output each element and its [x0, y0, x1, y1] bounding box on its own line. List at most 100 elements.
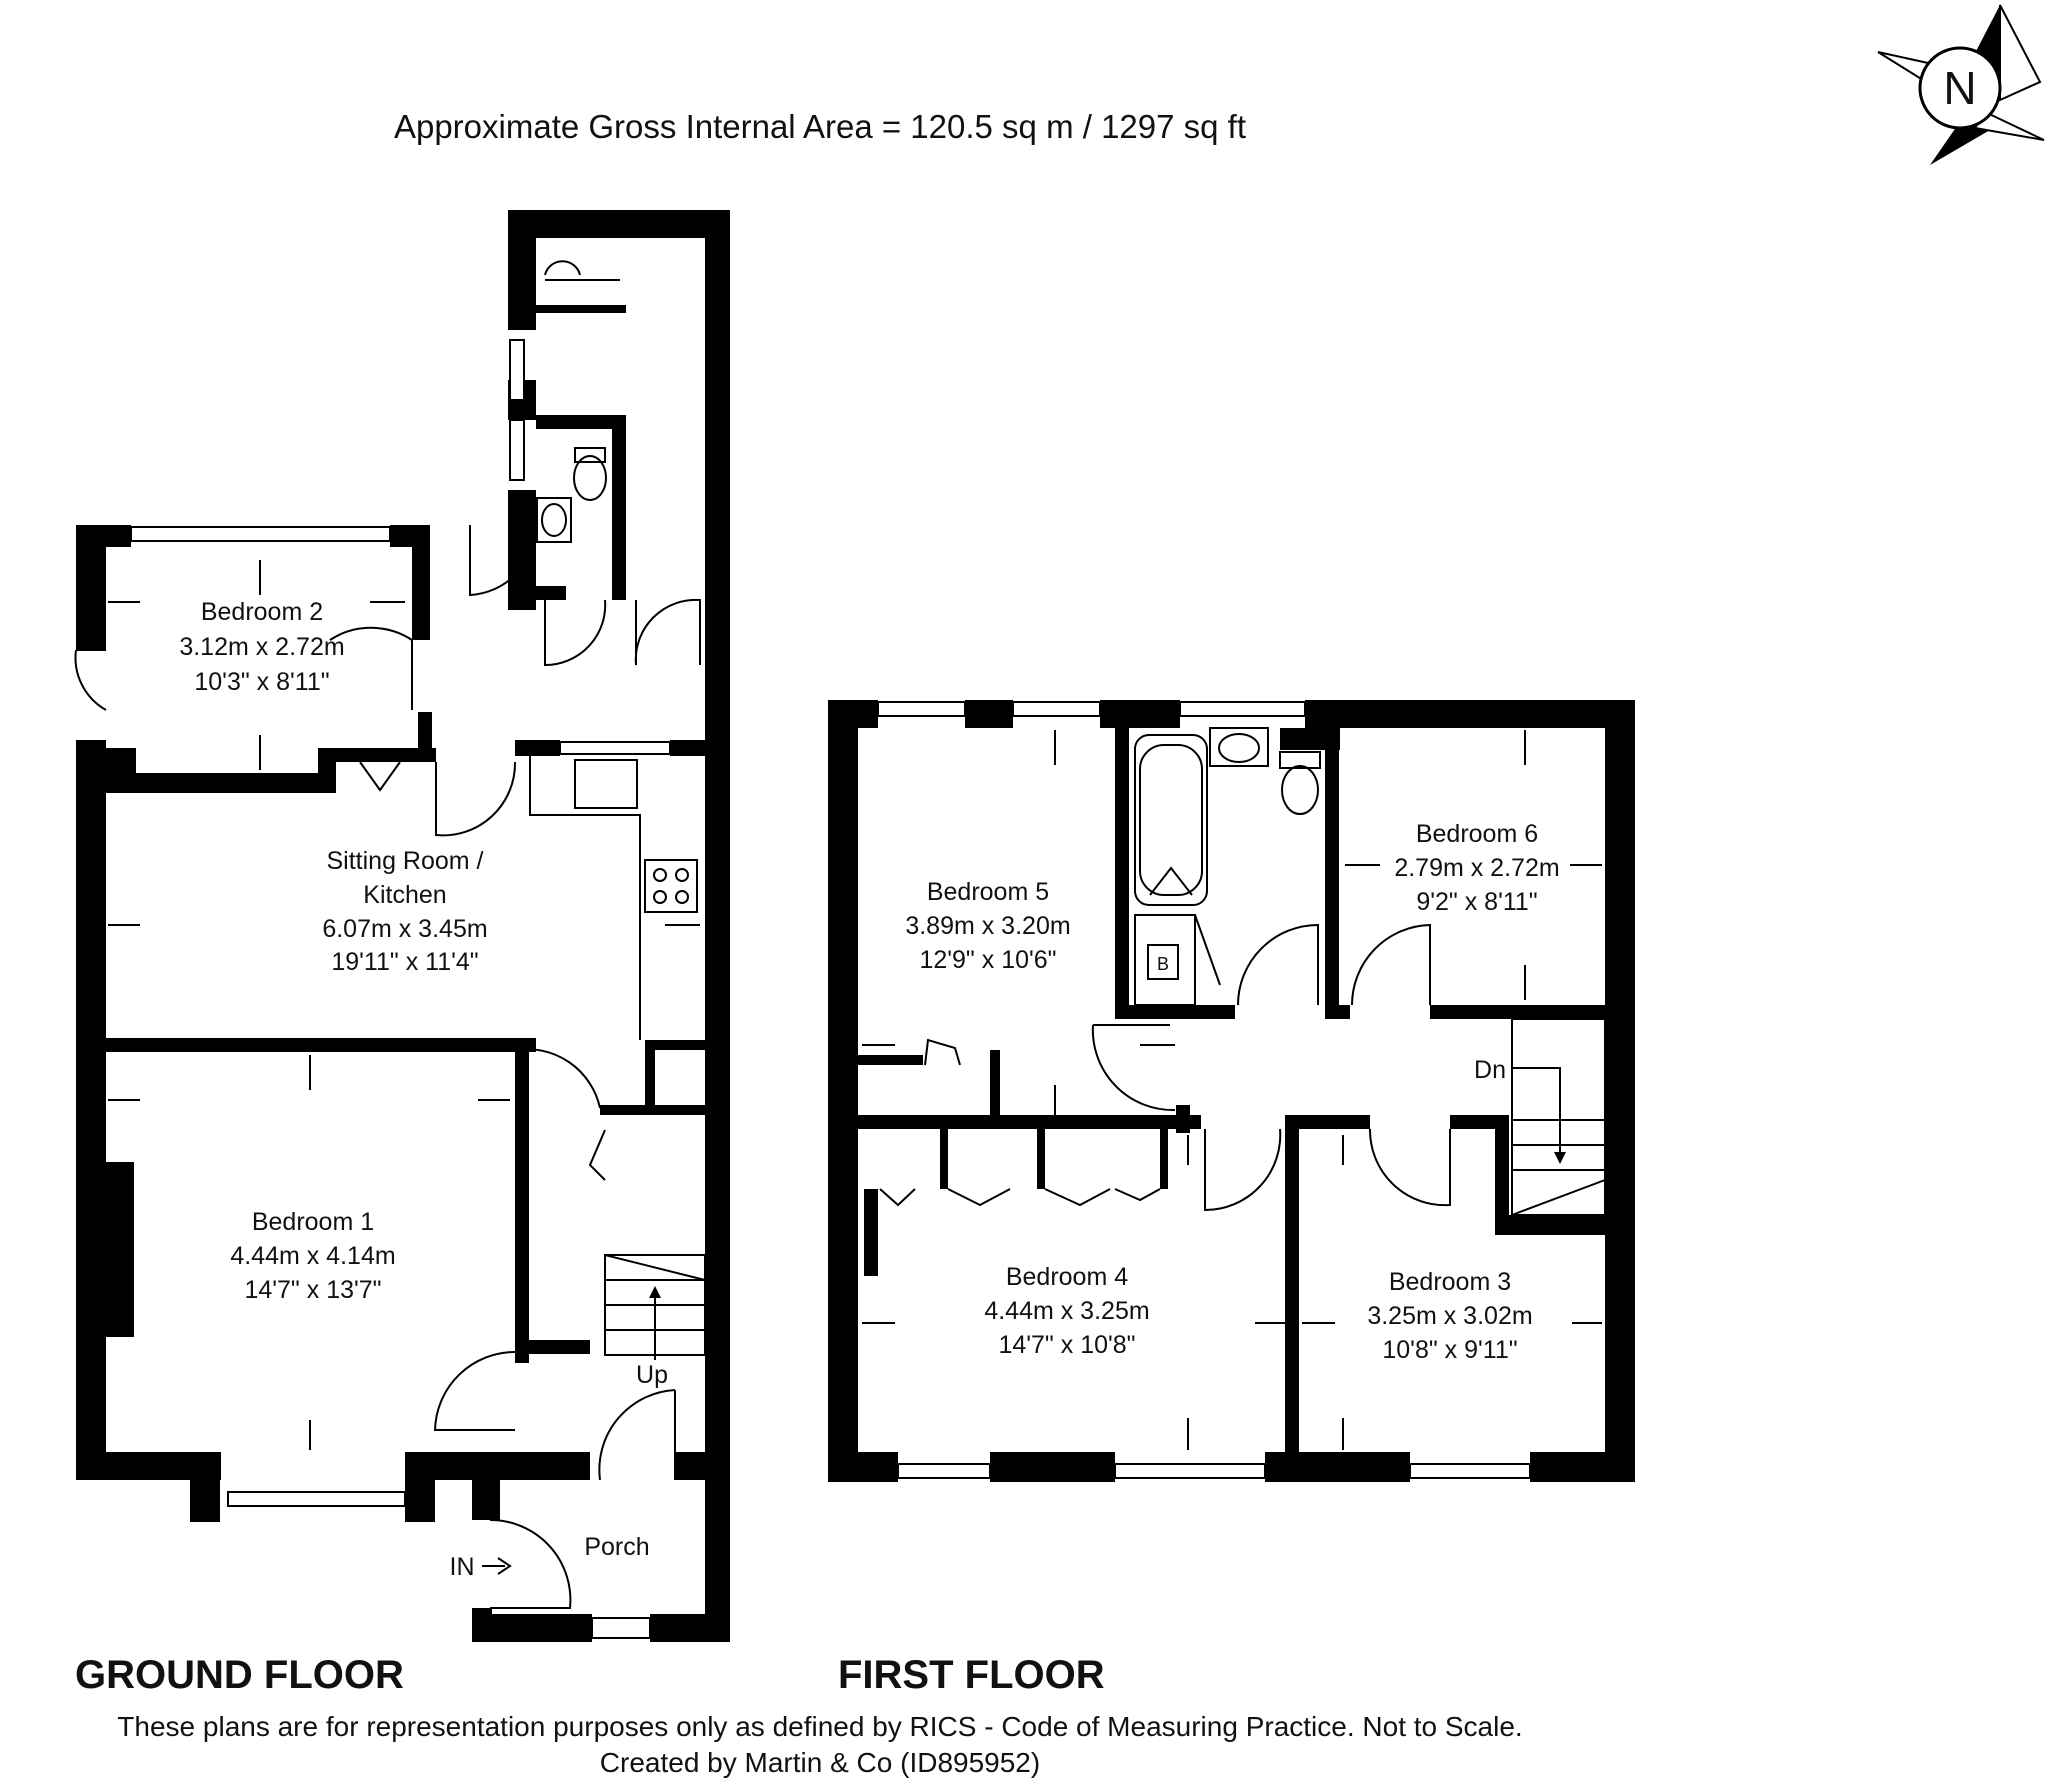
bedroom3-name: Bedroom 3	[1389, 1268, 1511, 1296]
wall	[318, 748, 336, 793]
door-swing	[634, 598, 701, 666]
ground-floor-title: GROUND FLOOR	[75, 1653, 404, 1697]
door-swing	[1091, 1024, 1176, 1112]
door-swing	[435, 761, 517, 837]
wall	[1100, 700, 1180, 728]
window	[897, 1463, 991, 1479]
boiler-cupboard	[1134, 914, 1196, 1006]
stairs-down	[1511, 1018, 1606, 1216]
wall	[1325, 728, 1339, 1018]
wall	[76, 525, 131, 547]
wall	[515, 1340, 590, 1354]
door-swing	[329, 626, 413, 710]
wall	[1265, 1452, 1410, 1482]
wall	[670, 740, 730, 756]
wall	[858, 1055, 923, 1065]
wall	[472, 1614, 592, 1642]
wall	[515, 1038, 529, 1363]
bedroom4-metric: 4.44m x 3.25m	[984, 1297, 1149, 1325]
wall	[106, 1038, 536, 1052]
window	[1012, 701, 1101, 717]
window	[877, 701, 966, 717]
sitting-name-1: Sitting Room /	[326, 847, 483, 875]
wall	[76, 740, 106, 1455]
wall	[645, 1040, 730, 1050]
wall	[472, 1480, 500, 1520]
wall	[612, 415, 626, 600]
kitchen-counter	[529, 756, 641, 1040]
shower-icon	[544, 260, 620, 281]
bedroom3-imperial: 10'8" x 9'11"	[1382, 1336, 1517, 1364]
sitting-metric: 6.07m x 3.45m	[322, 915, 487, 943]
disclaimer-text: These plans are for representation purpo…	[117, 1711, 1522, 1742]
wall	[990, 1452, 1115, 1482]
wall	[536, 305, 626, 313]
ground-floor-plan: Bedroom 2 3.12m x 2.72m 10'3" x 8'11" Si…	[74, 210, 730, 1697]
sitting-imperial: 19'11" x 11'4"	[331, 948, 478, 976]
bedroom5-metric: 3.89m x 3.20m	[905, 912, 1070, 940]
wall	[1176, 1115, 1201, 1129]
gross-area-text: Approximate Gross Internal Area = 120.5 …	[394, 108, 1246, 145]
wall	[515, 740, 560, 756]
wall	[136, 773, 336, 793]
wall	[650, 1614, 730, 1642]
window	[559, 741, 671, 755]
wall	[536, 415, 626, 429]
wall	[1115, 1005, 1235, 1019]
sitting-name-2: Kitchen	[363, 881, 446, 909]
door-swing	[74, 649, 107, 711]
wall	[1530, 1452, 1635, 1482]
compass-letter: N	[1943, 62, 1976, 114]
wall	[1450, 1115, 1505, 1129]
bedroom3-metric: 3.25m x 3.02m	[1367, 1302, 1532, 1330]
door-swing	[469, 524, 538, 597]
bedroom6-metric: 2.79m x 2.72m	[1394, 854, 1559, 882]
bedroom5-name: Bedroom 5	[927, 878, 1049, 906]
wardrobe-doors	[879, 1188, 1161, 1207]
door-swing	[514, 1048, 601, 1109]
door-swing	[1351, 923, 1431, 1006]
door-swing	[1237, 923, 1319, 1006]
cupboard-door	[588, 1129, 606, 1181]
wall	[828, 700, 878, 728]
window	[1114, 1463, 1266, 1479]
wall	[1495, 1115, 1509, 1230]
wardrobe-divider	[940, 1129, 948, 1189]
wall	[1325, 1005, 1350, 1019]
door-swing	[1194, 914, 1221, 986]
wall	[418, 712, 432, 762]
wall	[1430, 1005, 1635, 1019]
basin-icon	[536, 497, 572, 543]
bedroom4-imperial: 14'7" x 10'8"	[998, 1331, 1135, 1359]
bedroom2-metric: 3.12m x 2.72m	[179, 633, 344, 661]
hob-icon	[644, 859, 698, 913]
bedroom2-imperial: 10'3" x 8'11"	[194, 668, 329, 696]
window	[1179, 701, 1306, 717]
wall	[675, 1452, 730, 1480]
credit-text: Created by Martin & Co (ID895952)	[600, 1747, 1040, 1778]
wall	[190, 1452, 220, 1522]
wall	[1605, 700, 1635, 1482]
wall	[536, 586, 566, 600]
wall	[508, 210, 730, 238]
wall	[828, 700, 858, 1482]
wall	[645, 1040, 655, 1115]
wall	[508, 210, 536, 330]
bedroom6-imperial: 9'2" x 8'11"	[1416, 888, 1537, 916]
bedroom6-name: Bedroom 6	[1416, 820, 1538, 848]
window	[227, 1491, 406, 1507]
boiler-icon	[1147, 944, 1179, 980]
dimension-arrows	[862, 730, 1602, 1450]
window	[591, 1617, 651, 1639]
dimension-arrows	[108, 560, 700, 1450]
wall	[965, 700, 1013, 728]
bath-icon	[1134, 734, 1208, 906]
north-compass-icon: N	[1877, 4, 2045, 165]
wall	[412, 525, 430, 640]
door-swing	[598, 1389, 676, 1481]
bedroom4-name: Bedroom 4	[1006, 1263, 1128, 1291]
bedroom1-name: Bedroom 1	[252, 1208, 374, 1236]
door-swing	[1204, 1128, 1282, 1212]
bedroom1-metric: 4.44m x 4.14m	[230, 1242, 395, 1270]
